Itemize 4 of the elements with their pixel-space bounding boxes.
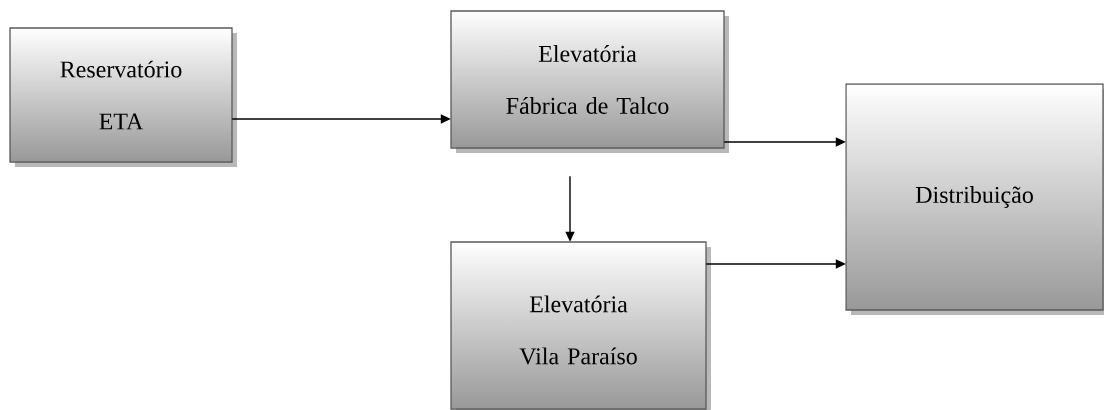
process-box: Distribuição xyxy=(845,83,1104,315)
process-box: Reservatório ETA xyxy=(9,27,237,167)
process-box: Elevatória Vila Paraíso xyxy=(450,241,711,410)
process-box: Elevatória Fábrica de Talco xyxy=(450,10,729,153)
